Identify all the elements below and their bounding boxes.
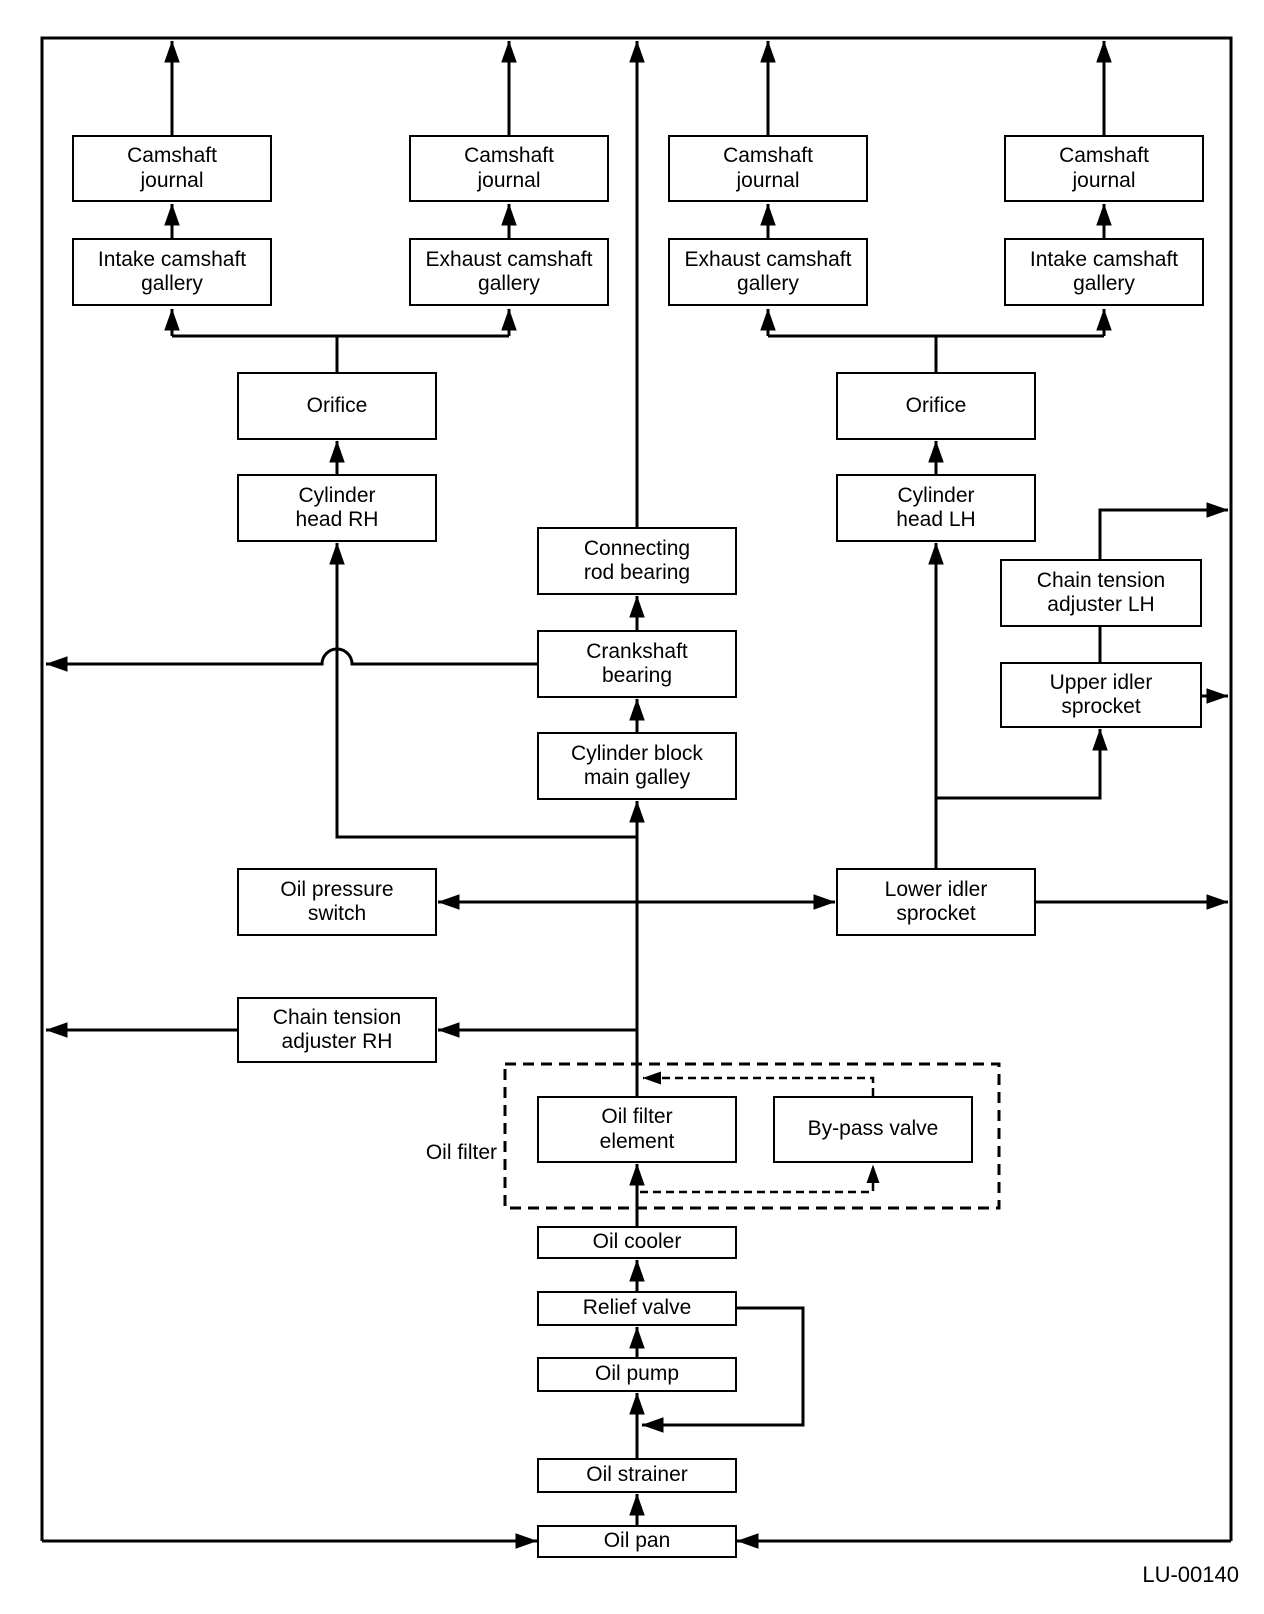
node-orifice-rh: Orifice (237, 372, 437, 440)
node-label: Oil filter element (599, 1105, 675, 1153)
node-oil-strainer: Oil strainer (537, 1458, 737, 1493)
node-cylinder-head-rh: Cylinder head RH (237, 474, 437, 542)
node-exhaust-camshaft-gallery-lh: Exhaust camshaft gallery (668, 238, 868, 306)
node-upper-idler-sprocket: Upper idler sprocket (1000, 662, 1202, 728)
wire-branch-to-head-rh (329, 542, 637, 839)
node-camshaft-journal-2: Camshaft journal (409, 135, 609, 202)
oil-filter-group-outline (503, 1062, 1001, 1210)
node-label: Oil pump (594, 1362, 680, 1386)
node-chain-tension-adjuster-rh: Chain tension adjuster RH (237, 997, 437, 1063)
node-orifice-lh: Orifice (836, 372, 1036, 440)
node-by-pass-valve: By-pass valve (773, 1096, 973, 1163)
node-label: Cylinder block main galley (571, 741, 703, 789)
node-label: Orifice (306, 393, 368, 417)
node-intake-camshaft-gallery-lh: Intake camshaft gallery (1004, 238, 1204, 306)
node-label: Intake camshaft gallery (97, 247, 247, 295)
node-chain-tension-adjuster-lh: Chain tension adjuster LH (1000, 559, 1202, 627)
node-label: Orifice (905, 393, 967, 417)
node-connecting-rod-bearing: Connecting rod bearing (537, 527, 737, 595)
wire-bypass-in-dashed (640, 1164, 880, 1194)
node-label: Oil pressure switch (280, 877, 394, 925)
node-oil-filter-element: Oil filter element (537, 1096, 737, 1163)
node-label: Intake camshaft gallery (1029, 247, 1179, 295)
node-label: Oil strainer (586, 1463, 688, 1487)
wire-chain-lh-return (1098, 502, 1229, 559)
node-label: Cylinder head LH (896, 483, 976, 531)
node-label: Camshaft journal (1059, 144, 1149, 192)
wire-bypass-out-dashed (642, 1071, 875, 1096)
node-label: Lower idler sprocket (884, 877, 988, 925)
node-label: Connecting rod bearing (583, 536, 691, 584)
node-camshaft-journal-1: Camshaft journal (72, 135, 272, 202)
node-label: Exhaust camshaft gallery (684, 247, 852, 295)
node-label: Camshaft journal (723, 144, 813, 192)
wire-branch-to-upper-idler (936, 728, 1108, 800)
node-label: Camshaft journal (464, 144, 554, 192)
node-intake-camshaft-gallery-rh: Intake camshaft gallery (72, 238, 272, 306)
node-label: Oil pan (603, 1529, 671, 1553)
wire-outer-border (40, 36, 1233, 1541)
node-relief-valve: Relief valve (537, 1291, 737, 1326)
node-lower-idler-sprocket: Lower idler sprocket (836, 868, 1036, 936)
node-oil-pan: Oil pan (537, 1525, 737, 1558)
wire-crankshaft-return (45, 647, 537, 672)
node-label: Chain tension adjuster LH (1036, 568, 1166, 616)
node-exhaust-camshaft-gallery-rh: Exhaust camshaft gallery (409, 238, 609, 306)
node-crankshaft-bearing: Crankshaft bearing (537, 630, 737, 698)
node-oil-cooler: Oil cooler (537, 1226, 737, 1259)
node-camshaft-journal-4: Camshaft journal (1004, 135, 1204, 202)
node-camshaft-journal-3: Camshaft journal (668, 135, 868, 202)
node-oil-pump: Oil pump (537, 1357, 737, 1392)
node-cylinder-block-main-galley: Cylinder block main galley (537, 732, 737, 800)
wire-relief-recirculation (641, 1306, 805, 1433)
node-label: Exhaust camshaft gallery (425, 247, 593, 295)
node-label: Cylinder head RH (295, 483, 379, 531)
node-label: Chain tension adjuster RH (272, 1005, 402, 1053)
node-label: By-pass valve (807, 1117, 939, 1141)
node-cylinder-head-lh: Cylinder head LH (836, 474, 1036, 542)
node-label: Crankshaft bearing (586, 639, 688, 687)
node-label: Relief valve (582, 1296, 692, 1320)
node-label: Camshaft journal (127, 144, 217, 192)
node-oil-pressure-switch: Oil pressure switch (237, 868, 437, 936)
node-label: Oil cooler (592, 1230, 682, 1254)
oil-filter-group-label: Oil filter (425, 1141, 497, 1164)
figure-code: LU-00140 (1142, 1562, 1239, 1587)
node-label: Upper idler sprocket (1049, 670, 1153, 718)
